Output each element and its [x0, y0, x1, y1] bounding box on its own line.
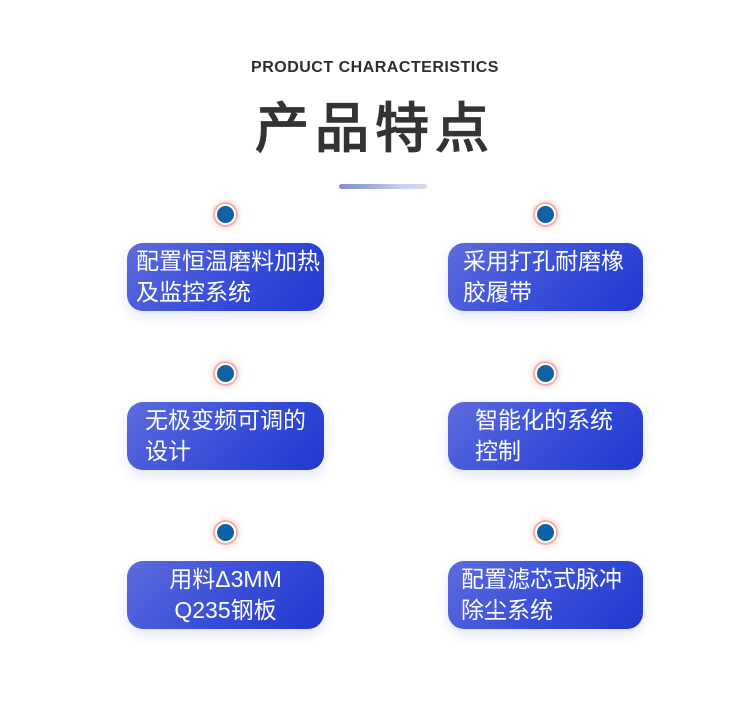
feature-text-line: 控制 — [475, 438, 521, 464]
feature-card: 采用打孔耐磨橡 胶履带 — [448, 243, 643, 311]
feature-text-line: 用料Δ3MM — [169, 566, 282, 592]
feature-text-line: 除尘系统 — [461, 597, 553, 623]
feature-text-line: 配置滤芯式脉冲 — [461, 566, 622, 592]
feature-card: 无极变频可调的 设计 — [127, 402, 324, 470]
feature-text-line: Q235钢板 — [174, 597, 277, 623]
section-eyebrow: PRODUCT CHARACTERISTICS — [251, 59, 499, 76]
feature-card: 配置恒温磨料加热 及监控系统 — [127, 243, 324, 311]
feature-card: 用料Δ3MM Q235钢板 — [127, 561, 324, 629]
page-title: 产品特点 — [255, 99, 495, 159]
feature-item: 用料Δ3MM Q235钢板 — [127, 522, 324, 629]
feature-card: 智能化的系统 控制 — [448, 402, 643, 470]
bullet-dot-icon — [215, 522, 236, 543]
bullet-dot-icon — [215, 204, 236, 225]
bullet-dot-icon — [215, 363, 236, 384]
feature-text-line: 智能化的系统 — [475, 407, 613, 433]
bullet-dot-icon — [535, 363, 556, 384]
feature-text-line: 采用打孔耐磨橡 — [463, 248, 624, 274]
feature-text-line: 及监控系统 — [136, 279, 251, 305]
feature-card: 配置滤芯式脉冲 除尘系统 — [448, 561, 643, 629]
feature-item: 配置恒温磨料加热 及监控系统 — [127, 204, 324, 311]
feature-text-line: 无极变频可调的 — [145, 407, 306, 433]
title-underline-bar — [339, 184, 427, 189]
feature-text-line: 设计 — [145, 438, 191, 464]
feature-item: 配置滤芯式脉冲 除尘系统 — [448, 522, 643, 629]
feature-text-line: 胶履带 — [463, 279, 532, 305]
feature-item: 无极变频可调的 设计 — [127, 363, 324, 470]
features-grid: 配置恒温磨料加热 及监控系统 采用打孔耐磨橡 胶履带 无极变频可调的 设计 智能… — [127, 204, 643, 629]
bullet-dot-icon — [535, 522, 556, 543]
bullet-dot-icon — [535, 204, 556, 225]
feature-item: 采用打孔耐磨橡 胶履带 — [448, 204, 643, 311]
feature-item: 智能化的系统 控制 — [448, 363, 643, 470]
feature-text-line: 配置恒温磨料加热 — [136, 248, 320, 274]
